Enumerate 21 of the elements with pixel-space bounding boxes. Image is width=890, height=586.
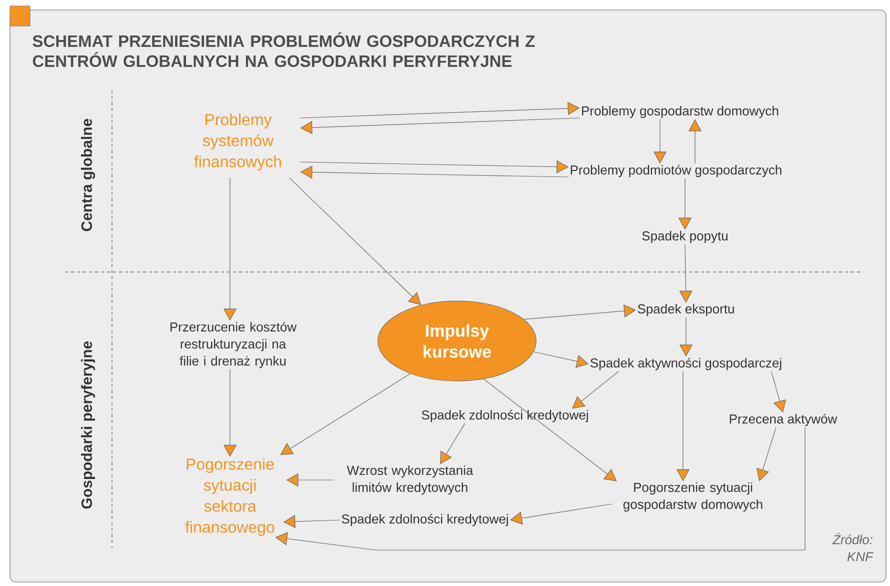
source-note: Źródło: KNF <box>832 532 874 562</box>
node-text: Przecena aktywów <box>730 414 838 426</box>
node-text: Wzrost wykorzystania limitów kredytowych <box>346 465 474 495</box>
node-text: Problemy gospodarstw domowych <box>582 106 778 118</box>
section-label: Centra globalne <box>80 118 96 232</box>
highlight-text: Pogorszenie sytuacji sektora finansowego <box>185 458 274 536</box>
title: SCHEMAT PRZENIESIENIA PROBLEMÓW GOSPODARCZYCH Z CENTRÓW GLOBALNYCH NA GOSPODARKI PERYFERYJNE <box>32 32 535 67</box>
node-text: Spadek zdolności kredytowej <box>342 514 508 526</box>
node-text: Pogorszenie sytuacji gospodarstw domowych <box>623 482 762 512</box>
arrow <box>572 371 619 409</box>
arrow <box>510 504 612 525</box>
highlight-text: Problemy systemów finansowych <box>194 114 281 170</box>
arrow <box>483 378 617 482</box>
node-text: Problemy podmiotów gospodarczych <box>570 164 782 178</box>
ellipse-node: Impulsy kursowe <box>378 300 536 382</box>
node-text: Przerzucenie kosztów restrukturyzacji na filie i drenaż rynku <box>170 322 297 368</box>
node-text: Spadek popytu <box>642 230 728 244</box>
arrow <box>280 373 411 455</box>
node-text: Spadek aktywności gospodarczej <box>590 358 782 370</box>
node-text: Spadek eksportu <box>638 304 734 316</box>
section-label: Gospodarki peryferyjne <box>81 341 95 509</box>
